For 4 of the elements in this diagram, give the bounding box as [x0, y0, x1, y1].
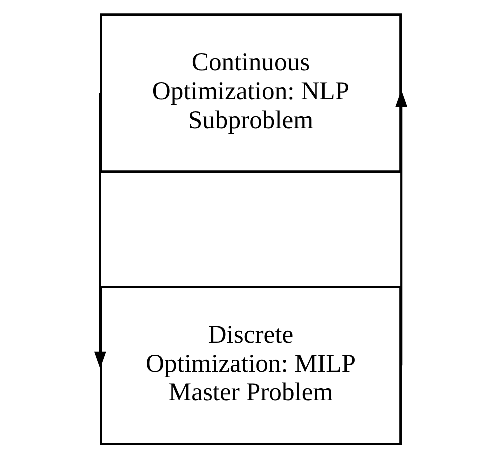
- node-box: Discrete Optimization: MILP Master Problem: [100, 286, 402, 446]
- node-box: Continuous Optimization: NLP Subproblem: [100, 14, 402, 174]
- arrow: [395, 90, 408, 366]
- arrow: [94, 93, 106, 369]
